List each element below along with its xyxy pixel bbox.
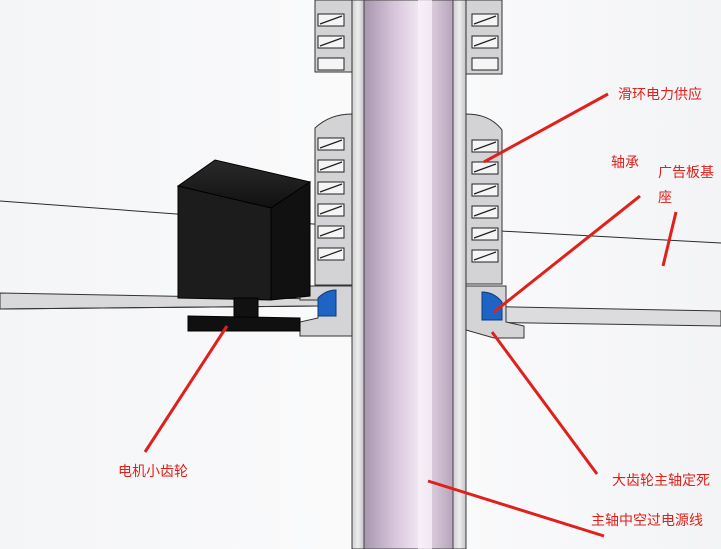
label-motor-pinion: 电机小齿轮 — [118, 464, 188, 480]
label-billboard-base-2: 座 — [658, 190, 672, 206]
leader-big-gear — [490, 331, 599, 475]
upper-right-bearing — [465, 0, 503, 75]
blue-bearing-right — [481, 291, 503, 321]
leader-motor-pinion — [143, 325, 229, 453]
blue-bearing-left — [317, 289, 337, 317]
label-hollow-shaft: 主轴中空过电源线 — [591, 513, 703, 529]
label-bearing: 轴承 — [611, 155, 639, 171]
lower-left-bearing — [314, 113, 353, 286]
motor — [176, 159, 312, 301]
upper-left-bearing — [314, 0, 353, 73]
label-big-gear-fixed: 大齿轮主轴定死 — [612, 473, 710, 489]
shaft-highlight — [418, 0, 432, 549]
leader-billboard-base — [661, 211, 678, 267]
tube-wall-right — [452, 0, 467, 549]
leader-hollow-shaft — [427, 479, 605, 538]
leader-bearing — [493, 194, 641, 314]
main-shaft — [363, 0, 454, 549]
lower-right-bearing — [465, 113, 503, 285]
label-billboard-base-1: 广告板基 — [658, 165, 714, 181]
label-slip-ring: 滑环电力供应 — [618, 87, 702, 103]
leader-slip-ring — [483, 92, 609, 164]
base-plate-edge-right — [499, 230, 721, 244]
motor-pinion-gear — [187, 315, 301, 332]
tube-wall-left — [351, 0, 365, 549]
